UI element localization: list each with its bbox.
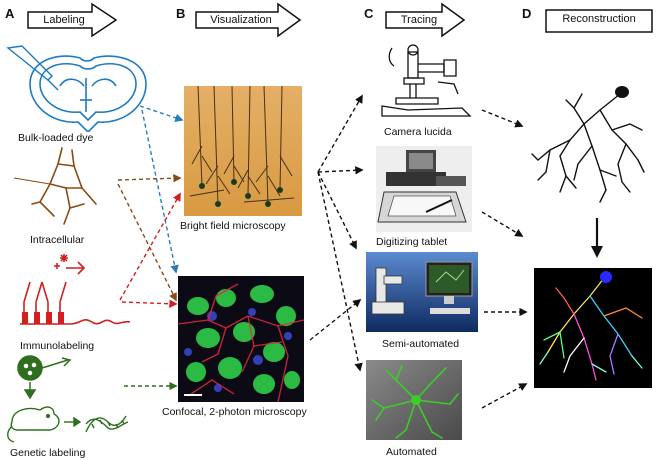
caption-camera-lucida: Camera lucida: [384, 126, 452, 138]
black-connector-to-drawing: [481, 109, 524, 128]
caption-digitizing-tablet: Digitizing tablet: [376, 236, 448, 248]
brown-connector-1: [117, 174, 182, 183]
black-connector-camera: [317, 94, 363, 173]
black-connector-tablet-to-render: [481, 211, 524, 237]
reconstruction-render-image: [534, 268, 652, 388]
caption-confocal: Confocal, 2-photon microscopy: [162, 406, 307, 418]
blue-connector-1: [139, 105, 184, 122]
caption-automated: Automated: [386, 446, 437, 458]
confocal-image: [178, 276, 304, 402]
panel-b-letter: B: [176, 6, 186, 21]
tracing-arrow-shape: [385, 2, 466, 38]
black-connector-semi: [317, 171, 357, 250]
automated-image: [366, 360, 462, 440]
red-connector-2: [121, 299, 178, 308]
genetic-labeling-illustration: [7, 355, 129, 443]
stage-labeling: Labeling: [43, 14, 85, 26]
stage-arrows: [27, 2, 653, 38]
semi-automated-image: [366, 252, 478, 332]
caption-intracellular: Intracellular: [30, 234, 85, 246]
caption-bright-field: Bright field microscopy: [180, 220, 286, 232]
bright-field-image: [184, 86, 302, 216]
down-arrow: [591, 218, 603, 258]
panel-c-letter: C: [364, 6, 374, 21]
black-connector-tablet: [317, 166, 364, 175]
brown-connector-2: [117, 183, 177, 302]
caption-bulk-loaded-dye: Bulk-loaded dye: [18, 132, 94, 144]
red-connector-1: [119, 192, 181, 301]
stage-reconstruction: Reconstruction: [562, 13, 636, 25]
stage-tracing: Tracing: [400, 14, 438, 26]
panel-a-letter: A: [5, 6, 15, 21]
black-connector-auto: [317, 171, 363, 372]
black-connector-auto-to-render: [481, 383, 528, 409]
panel-d-letter: D: [522, 6, 532, 21]
caption-genetic-labeling: Genetic labeling: [10, 447, 86, 459]
brain-slice-illustration: [6, 45, 147, 132]
caption-immunolabeling: Immunolabeling: [20, 340, 95, 352]
reconstruction-box-shape: [545, 9, 653, 33]
intracellular-neuron-illustration: [13, 147, 97, 225]
labeling-arrow-shape: [27, 2, 118, 38]
digitizing-tablet-image: [376, 146, 472, 232]
immunolabeling-illustration: [20, 254, 131, 325]
blue-connector-2: [141, 109, 179, 274]
camera-lucida-image: [378, 42, 474, 118]
caption-semi-automated: Semi-automated: [382, 338, 460, 350]
reconstruction-dendrite-drawing: [531, 86, 645, 203]
black-connector-confocal-semi: [309, 298, 362, 341]
visualization-arrow-shape: [195, 2, 302, 38]
stage-visualization: Visualization: [210, 14, 272, 26]
